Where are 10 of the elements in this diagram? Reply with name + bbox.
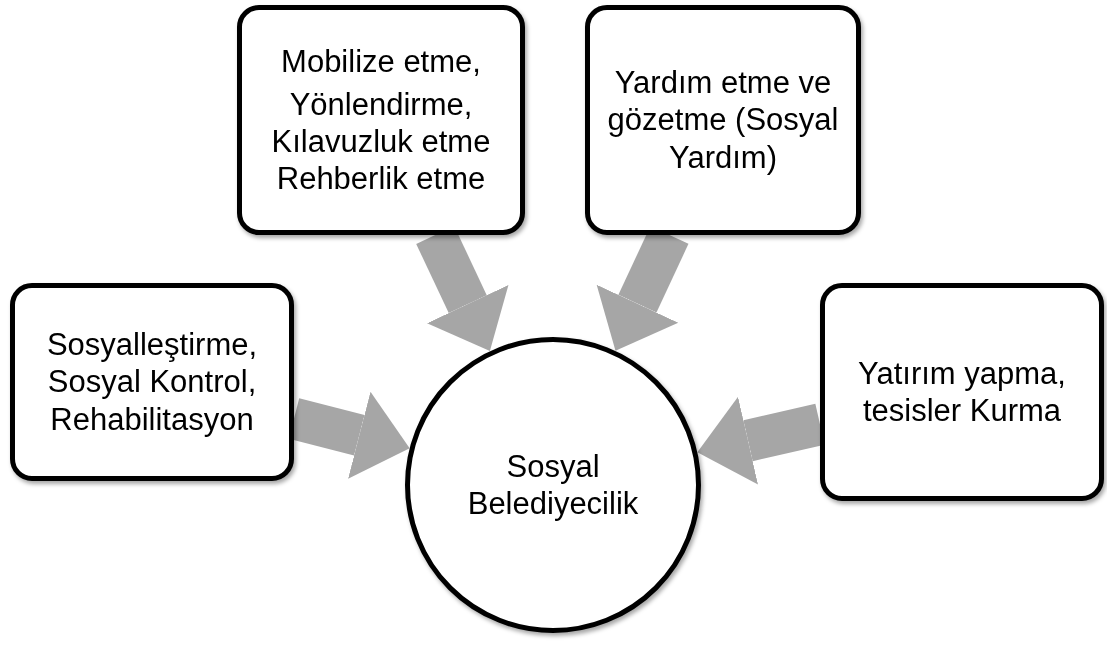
node-text: Sosyal Belediyecilik bbox=[466, 447, 640, 523]
rounded-box bbox=[10, 283, 294, 481]
node-text: Yatırım yapma, tesisler Kurma bbox=[857, 354, 1067, 430]
node-text: Mobilize etme, bbox=[281, 42, 481, 80]
node-text: Sosyalleştirme, Sosyal Kontrol, Rehabilitasyon bbox=[45, 326, 259, 438]
rounded-box bbox=[237, 5, 525, 235]
node-text: Yönlendirme, Kılavuzluk etme Rehberlik etme bbox=[270, 85, 492, 198]
rounded-box bbox=[820, 283, 1104, 501]
rounded-box bbox=[585, 5, 861, 235]
node-text: Yardım etme ve gözetme (Sosyal Yardım) bbox=[606, 64, 840, 176]
